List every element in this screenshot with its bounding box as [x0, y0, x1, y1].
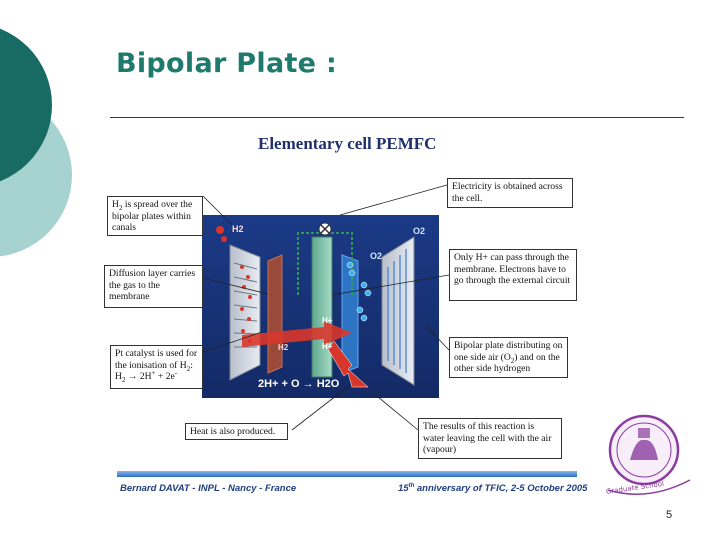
right-bipolar-plate [381, 236, 415, 386]
left-bipolar-plate [229, 244, 261, 381]
callout-pt-catalyst: Pt catalyst is used for the ionisation o… [110, 345, 203, 389]
label-h2-bottom: H2 [278, 343, 289, 352]
dark-teal-circle [0, 28, 52, 182]
label-h-plus-1: H+ [322, 316, 333, 325]
callout-electricity: Electricity is obtained across the cell. [447, 178, 573, 208]
slide-title: Bipolar Plate : [116, 48, 338, 79]
callout-bipolar-plate: Bipolar plate distributing on one side a… [449, 337, 568, 378]
callout-water-result: The results of this reaction is water le… [418, 418, 562, 459]
callout-only-h-plus: Only H+ can pass through the membrane. E… [449, 249, 577, 301]
callout-diffusion-layer: Diffusion layer carries the gas to the m… [104, 265, 203, 308]
left-diffusion-layer [267, 254, 283, 374]
footer-event: 15th anniversary of TFIC, 2-5 October 20… [398, 483, 588, 495]
title-divider [110, 117, 684, 118]
callout-heat: Heat is also produced. [185, 423, 288, 440]
water-exit-arrow [327, 340, 369, 388]
figure-title: Elementary cell PEMFC [258, 134, 437, 153]
label-h-plus-2: H+ [322, 342, 333, 351]
footer-author: Bernard DAVAT - INPL - Nancy - France [120, 483, 297, 494]
pemfc-diagram: H2 O2 O2 H+ H+ H2 [202, 215, 439, 398]
label-h2-top: H2 [232, 224, 244, 234]
decorative-circles [0, 28, 72, 257]
page-number: 5 [666, 509, 673, 521]
university-seal-logo: Graduate School [606, 414, 691, 496]
label-o2-top: O2 [413, 226, 425, 236]
membrane [311, 236, 333, 378]
proton-flow-arrow [242, 321, 352, 347]
callout-h2-spread: H2 is spread over the bipolar plates wit… [107, 196, 203, 236]
reaction-equation: 2H+ + O → H2O [258, 378, 340, 390]
footer-bar [117, 471, 577, 477]
label-o2-mid: O2 [370, 251, 382, 261]
